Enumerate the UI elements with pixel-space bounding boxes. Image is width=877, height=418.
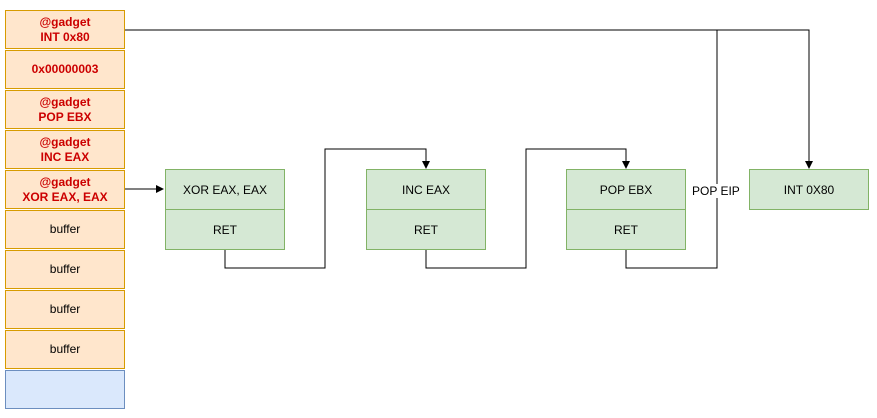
stack-cell-line1: @gadget [39, 134, 91, 149]
stack-cell-line2: XOR EAX, EAX [22, 189, 108, 204]
stack-cell-buffer: buffer [5, 250, 125, 289]
gadget-xor-instruction: XOR EAX, EAX [165, 169, 285, 210]
connector-pop-ret-to-eip [625, 30, 718, 269]
gadget-inc-instruction: INC EAX [366, 169, 486, 210]
gadget-ret-text: RET [213, 222, 237, 237]
stack-cell-pop-ebx: @gadget POP EBX [5, 90, 125, 129]
stack-cell-empty [5, 370, 125, 409]
stack-cell-line2: INT 0x80 [40, 29, 90, 44]
stack-cell-line1: buffer [49, 342, 81, 356]
stack-cell-line1: @gadget [39, 174, 91, 189]
gadget-ret-text: RET [614, 222, 638, 237]
connector-stack-to-int [125, 29, 813, 169]
connector-xor-ret-to-inc [224, 148, 430, 269]
stack-cell-int-0x80: @gadget INT 0x80 [5, 10, 125, 49]
stack-cell-line1: buffer [49, 262, 81, 276]
stack-cell-line1: @gadget [39, 94, 91, 109]
stack-cell-buffer: buffer [5, 210, 125, 249]
gadget-instruction-text: POP EBX [599, 182, 653, 197]
stack-cell-line1: buffer [49, 222, 81, 236]
gadget-xor-ret: RET [165, 209, 285, 250]
stack-cell-line2: POP EBX [38, 109, 92, 124]
stack-cell-line1: buffer [49, 302, 81, 316]
stack-cell-inc-eax: @gadget INC EAX [5, 130, 125, 169]
stack-cell-line1: @gadget [39, 14, 91, 29]
connector-inc-ret-to-pop [425, 148, 630, 269]
gadget-instruction-text: INC EAX [401, 182, 450, 197]
gadget-pop-ret: RET [566, 209, 686, 250]
gadget-pop-instruction: POP EBX [566, 169, 686, 210]
stack-cell-line2: INC EAX [40, 149, 90, 164]
stack-cell-buffer: buffer [5, 330, 125, 369]
stack-cell-line1: 0x00000003 [31, 62, 99, 76]
syscall-int-box: INT 0X80 [749, 169, 869, 210]
stack-cell-buffer: buffer [5, 290, 125, 329]
syscall-instruction-text: INT 0X80 [783, 182, 835, 197]
stack-cell-value: 0x00000003 [5, 50, 125, 89]
gadget-inc-ret: RET [366, 209, 486, 250]
stack-cell-xor-eax: @gadget XOR EAX, EAX [5, 170, 125, 209]
pop-eip-label: POP EIP [691, 184, 741, 198]
gadget-ret-text: RET [414, 222, 438, 237]
gadget-instruction-text: XOR EAX, EAX [182, 182, 268, 197]
